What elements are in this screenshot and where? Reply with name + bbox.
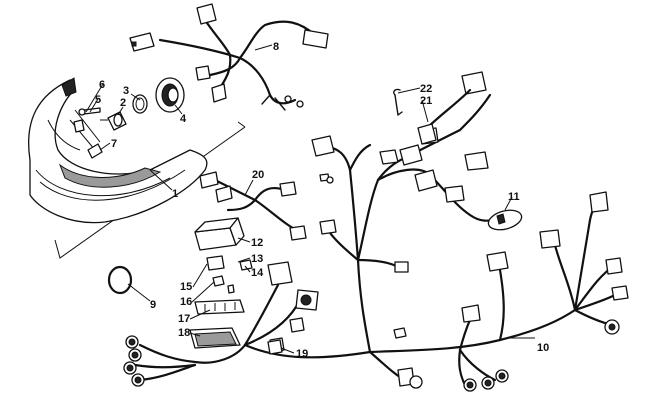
wire-tie: [393, 88, 403, 116]
callout-21: 21: [420, 95, 432, 107]
sensor-connector: [417, 88, 472, 145]
callout-2: 2: [120, 97, 126, 109]
adjuster-nut: [73, 119, 85, 133]
callout-15: 15: [180, 281, 192, 293]
leader-lines: [85, 44, 535, 354]
fuse-panel: [194, 299, 245, 315]
fuse: [227, 259, 253, 294]
seal-ring: [107, 265, 133, 295]
adjuster-screw: [78, 107, 101, 116]
callout-10: 10: [537, 342, 549, 354]
callout-16: 16: [180, 296, 192, 308]
main-harness: [243, 71, 629, 392]
callout-4: 4: [180, 113, 187, 125]
headlight-bulb: [100, 111, 127, 131]
callout-5: 5: [95, 94, 101, 106]
callout-7: 7: [111, 138, 117, 150]
callout-6: 6: [99, 79, 105, 91]
headlight-dust-cover: [155, 77, 185, 113]
callout-12: 12: [251, 237, 263, 249]
connector-19: [267, 339, 283, 355]
callout-20: 20: [252, 169, 264, 181]
main-harness-left: [123, 261, 319, 387]
sub-harness-20: [199, 171, 307, 241]
callout-9: 9: [150, 299, 156, 311]
callout-17: 17: [178, 313, 190, 325]
relay-small: [206, 255, 225, 287]
callout-13: 13: [251, 253, 263, 265]
callout-11: 11: [508, 191, 520, 203]
callout-3: 3: [123, 85, 129, 97]
callout-1: 1: [172, 188, 178, 200]
callout-18: 18: [178, 327, 190, 339]
callout-8: 8: [273, 41, 279, 53]
fuse-box-cover: [189, 327, 241, 349]
headlight-harness: [129, 3, 329, 111]
callout-19: 19: [296, 348, 308, 360]
headlight-housing: [28, 77, 246, 259]
bulb-retainer-clip: [132, 94, 148, 114]
grommet-cover: [487, 209, 523, 231]
relay-block: [194, 217, 245, 251]
callout-22: 22: [420, 83, 432, 95]
callout-14: 14: [251, 267, 264, 279]
